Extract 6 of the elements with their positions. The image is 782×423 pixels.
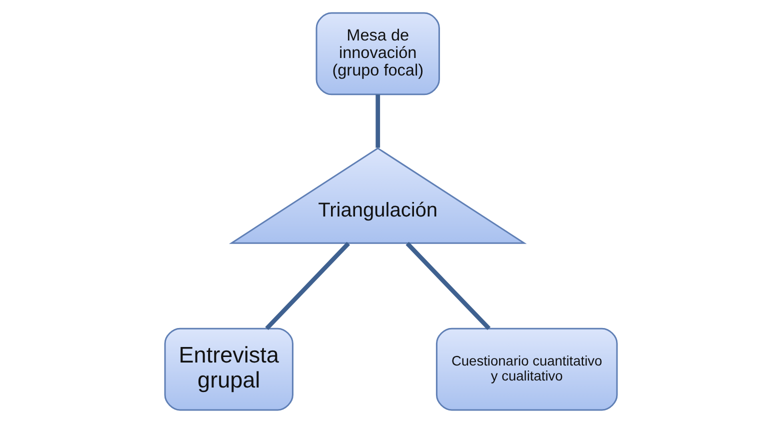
node-box: Entrevista grupal — [164, 328, 294, 411]
connector — [265, 242, 350, 330]
node-box: Mesa de innovación (grupo focal) — [316, 12, 440, 96]
connector — [406, 242, 491, 330]
connector — [376, 94, 380, 148]
node-box: Cuestionario cuantitativo y cualitativo — [436, 328, 618, 411]
